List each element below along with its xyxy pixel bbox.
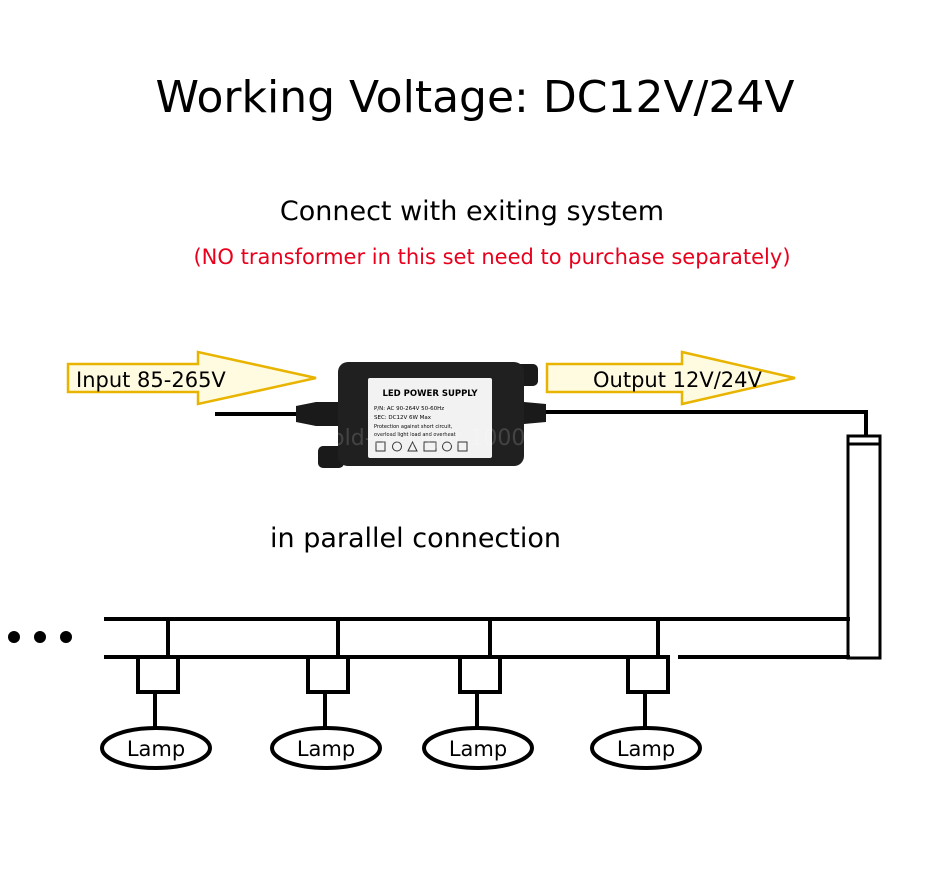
parallel-connection-label: in parallel connection xyxy=(270,523,561,554)
mount-tab-left xyxy=(318,446,344,468)
supply-spec-1: P/N: AC 90-264V 50-60Hz xyxy=(374,406,444,412)
input-arrow: Input 85-265V xyxy=(66,350,317,406)
input-label: Input 85-265V xyxy=(76,368,226,392)
continuation-dots xyxy=(8,631,72,643)
branch-3 xyxy=(422,619,534,770)
watermark: Hold-on Light 1000 xyxy=(315,426,526,451)
output-arrow: Output 12V/24V xyxy=(545,350,796,406)
vertical-connector xyxy=(846,434,882,660)
lamp-label-4: Lamp xyxy=(617,737,675,761)
supply-label-title: LED POWER SUPPLY xyxy=(382,389,478,399)
led-power-supply: LED POWER SUPPLY P/N: AC 90-264V 50-60Hz… xyxy=(315,362,538,468)
lamp-label-1: Lamp xyxy=(127,737,185,761)
certification-marks xyxy=(375,440,468,452)
lamp-label-3: Lamp xyxy=(449,737,507,761)
branch-1 xyxy=(100,619,212,770)
supply-spec-4: overload light load and overheat xyxy=(374,432,456,438)
lamp-label-2: Lamp xyxy=(297,737,355,761)
branch-4 xyxy=(590,619,702,770)
output-label: Output 12V/24V xyxy=(593,368,763,392)
supply-label-plate xyxy=(368,378,492,458)
transformer-note: (NO transformer in this set need to purc… xyxy=(193,245,791,269)
bus-lines xyxy=(104,617,850,659)
diagram-title: Working Voltage: DC12V/24V xyxy=(155,72,795,123)
output-cable xyxy=(524,402,868,436)
diagram-subtitle: Connect with exiting system xyxy=(279,196,665,227)
supply-spec-2: SEC: DC12V 6W Max xyxy=(374,415,432,421)
supply-spec-3: Protection against short circuit, xyxy=(374,424,453,430)
branch-2 xyxy=(270,619,382,770)
input-cable xyxy=(215,402,338,426)
